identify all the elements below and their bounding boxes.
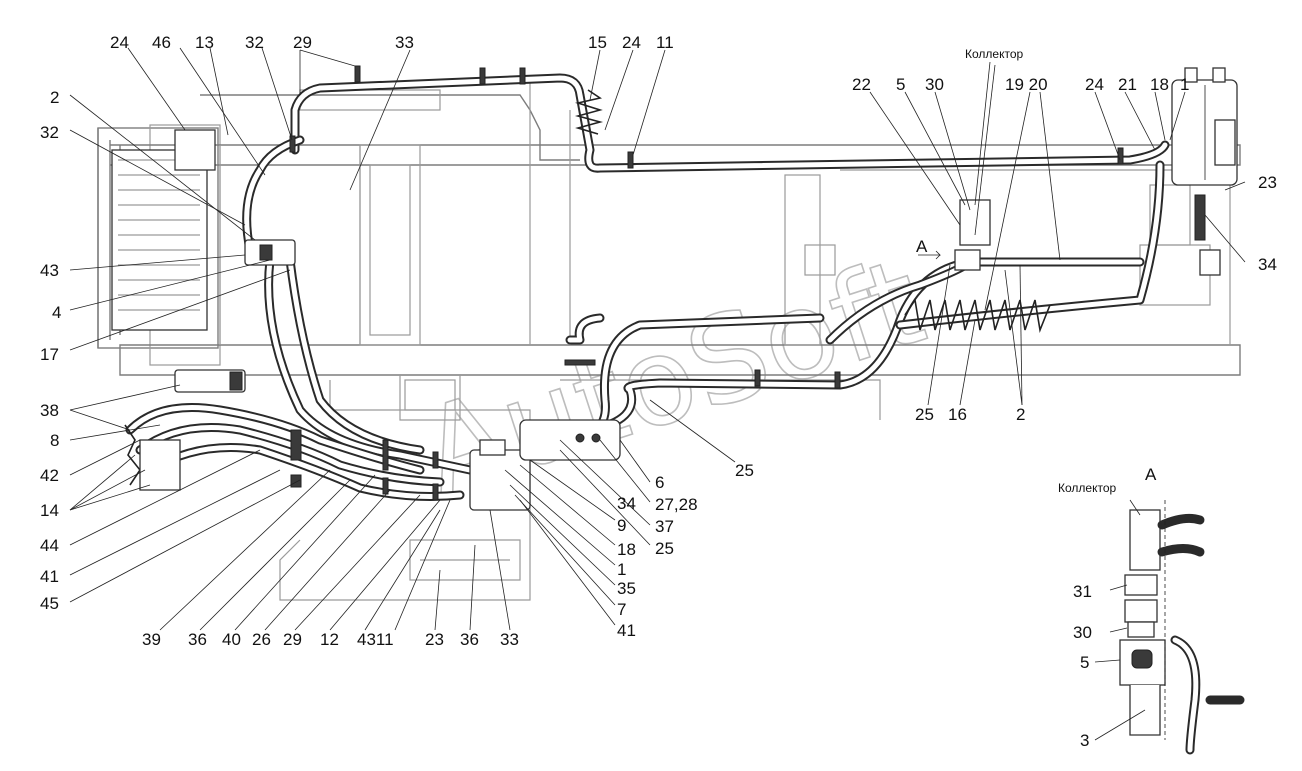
kollektor-label-top: Коллектор bbox=[965, 47, 1023, 61]
radiator bbox=[111, 129, 216, 331]
callout-2-b: 2 bbox=[1016, 405, 1025, 424]
callout-41-b: 41 bbox=[617, 621, 636, 640]
components bbox=[139, 65, 1236, 511]
callout-24: 24 bbox=[110, 33, 129, 52]
callout-6: 6 bbox=[655, 473, 664, 492]
callout-44: 44 bbox=[40, 536, 59, 555]
callout-16: 16 bbox=[948, 405, 967, 424]
view-a-detail-title: А bbox=[1145, 465, 1157, 484]
kollektor-label-detail: Коллектор bbox=[1058, 481, 1116, 495]
callout-42: 42 bbox=[40, 466, 59, 485]
callout-31: 31 bbox=[1073, 582, 1092, 601]
callout-26: 26 bbox=[252, 630, 271, 649]
callout-7: 7 bbox=[617, 600, 626, 619]
callout-34-b: 34 bbox=[617, 494, 636, 513]
callout-9: 9 bbox=[617, 516, 626, 535]
callout-45: 45 bbox=[40, 594, 59, 613]
callout-41: 41 bbox=[40, 567, 59, 586]
callout-12: 12 bbox=[320, 630, 339, 649]
callout-29-b: 29 bbox=[283, 630, 302, 649]
callout-35: 35 bbox=[617, 579, 636, 598]
callout-25-b: 25 bbox=[735, 461, 754, 480]
callout-5: 5 bbox=[896, 75, 905, 94]
callout-5-b: 5 bbox=[1080, 653, 1089, 672]
callout-8: 8 bbox=[50, 431, 59, 450]
callout-38: 38 bbox=[40, 401, 59, 420]
callout-25: 25 bbox=[655, 539, 674, 558]
callout-43: 43 bbox=[40, 261, 59, 280]
callout-24-b: 24 bbox=[622, 33, 641, 52]
callout-27-28: 27,28 bbox=[655, 495, 698, 514]
callout-1: 1 bbox=[1180, 75, 1189, 94]
callout-11: 11 bbox=[656, 33, 674, 52]
callout-39: 39 bbox=[142, 630, 161, 649]
callout-13: 13 bbox=[195, 33, 214, 52]
callout-40: 40 bbox=[222, 630, 241, 649]
callout-23-b: 23 bbox=[425, 630, 444, 649]
callout-17: 17 bbox=[40, 345, 59, 364]
callout-3: 3 bbox=[1080, 731, 1089, 750]
leader-lines bbox=[69, 47, 1246, 741]
protective-springs bbox=[124, 89, 1051, 486]
callout-24-c: 24 bbox=[1085, 75, 1104, 94]
view-a-marker: А bbox=[916, 237, 928, 256]
callout-4: 4 bbox=[52, 303, 61, 322]
callout-30-b: 30 bbox=[1073, 623, 1092, 642]
callout-36-b: 36 bbox=[460, 630, 479, 649]
detail-view-a bbox=[1119, 500, 1245, 755]
callout-25-c: 25 bbox=[915, 405, 934, 424]
callout-15: 15 bbox=[588, 33, 607, 52]
callout-2: 2 bbox=[50, 88, 59, 107]
callout-34: 34 bbox=[1258, 255, 1277, 274]
callout-18: 18 bbox=[1150, 75, 1169, 94]
callout-36: 36 bbox=[188, 630, 207, 649]
callout-37: 37 bbox=[655, 517, 674, 536]
callout-30: 30 bbox=[925, 75, 944, 94]
callout-numbers: 24 46 13 32 29 33 15 24 11 Коллектор 22 … bbox=[40, 33, 1277, 750]
callout-33-b: 33 bbox=[500, 630, 519, 649]
callout-22: 22 bbox=[852, 75, 871, 94]
callout-33: 33 bbox=[395, 33, 414, 52]
callout-23: 23 bbox=[1258, 173, 1277, 192]
frame-outline bbox=[97, 80, 1241, 601]
callout-46: 46 bbox=[152, 33, 171, 52]
callout-18-b: 18 bbox=[617, 540, 636, 559]
callout-14: 14 bbox=[40, 501, 59, 520]
callout-19-20: 19 20 bbox=[1005, 75, 1048, 94]
callout-32-b: 32 bbox=[40, 123, 59, 142]
callout-43-11: 4311 bbox=[357, 630, 394, 649]
callout-21: 21 bbox=[1118, 75, 1137, 94]
callout-1-b: 1 bbox=[617, 560, 626, 579]
callout-32: 32 bbox=[245, 33, 264, 52]
callout-29: 29 bbox=[293, 33, 312, 52]
